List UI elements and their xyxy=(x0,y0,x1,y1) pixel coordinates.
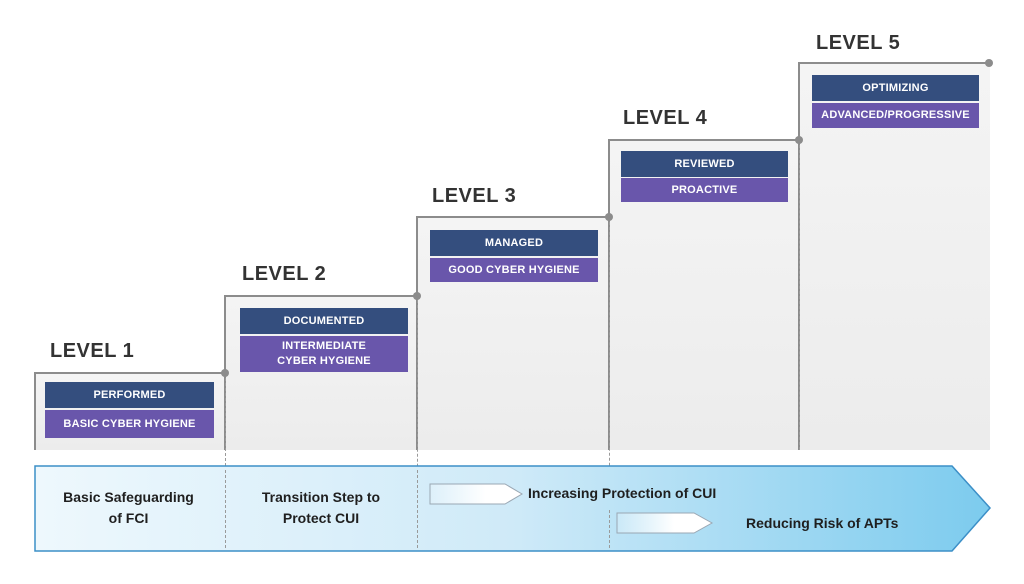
divider-dashed-1 xyxy=(225,378,226,546)
footer-increasing-text: Increasing Protection of CUI xyxy=(528,485,717,501)
step-dot-5 xyxy=(985,59,993,67)
level-2-title: LEVEL 2 xyxy=(242,263,327,285)
footer-reducing-text: Reducing Risk of APTs xyxy=(746,515,899,531)
footer-fci-text: Basic Safeguarding of FCI xyxy=(63,489,194,526)
footer-transition-text: Transition Step to Protect CUI xyxy=(261,489,381,526)
divider-dashed-4 xyxy=(799,145,800,450)
level-4-title: LEVEL 4 xyxy=(623,107,708,129)
level-4-practice-label: REVIEWED xyxy=(621,151,788,177)
step-dot-1 xyxy=(221,369,229,377)
footer-divider-1 xyxy=(225,470,226,548)
level-3-title: LEVEL 3 xyxy=(432,185,517,207)
level-5-practice-label: OPTIMIZING xyxy=(812,75,979,101)
reducing-risk-arrow-icon xyxy=(616,512,714,534)
footer-divider-2 xyxy=(417,470,418,548)
level-5-hygiene-label: ADVANCED/PROGRESSIVE xyxy=(812,103,979,128)
footer-divider-3 xyxy=(609,510,610,548)
level-1-practice-label: PERFORMED xyxy=(45,382,214,408)
level-4-hygiene-label: PROACTIVE xyxy=(621,178,788,202)
step-dot-3 xyxy=(605,213,613,221)
increasing-protection-arrow-icon xyxy=(429,483,523,505)
divider-dashed-2 xyxy=(417,300,418,546)
level-3-hygiene-label: GOOD CYBER HYGIENE xyxy=(430,258,598,282)
level-1-title: LEVEL 1 xyxy=(50,340,135,362)
step-dot-2 xyxy=(413,292,421,300)
level-5-title: LEVEL 5 xyxy=(816,32,901,54)
step-dot-4 xyxy=(795,136,803,144)
divider-dashed-3 xyxy=(609,222,610,546)
level-2-hygiene-label: INTERMEDIATE CYBER HYGIENE xyxy=(240,336,408,372)
level-2-practice-label: DOCUMENTED xyxy=(240,308,408,334)
level-3-practice-label: MANAGED xyxy=(430,230,598,256)
level-1-hygiene-label: BASIC CYBER HYGIENE xyxy=(45,410,214,438)
